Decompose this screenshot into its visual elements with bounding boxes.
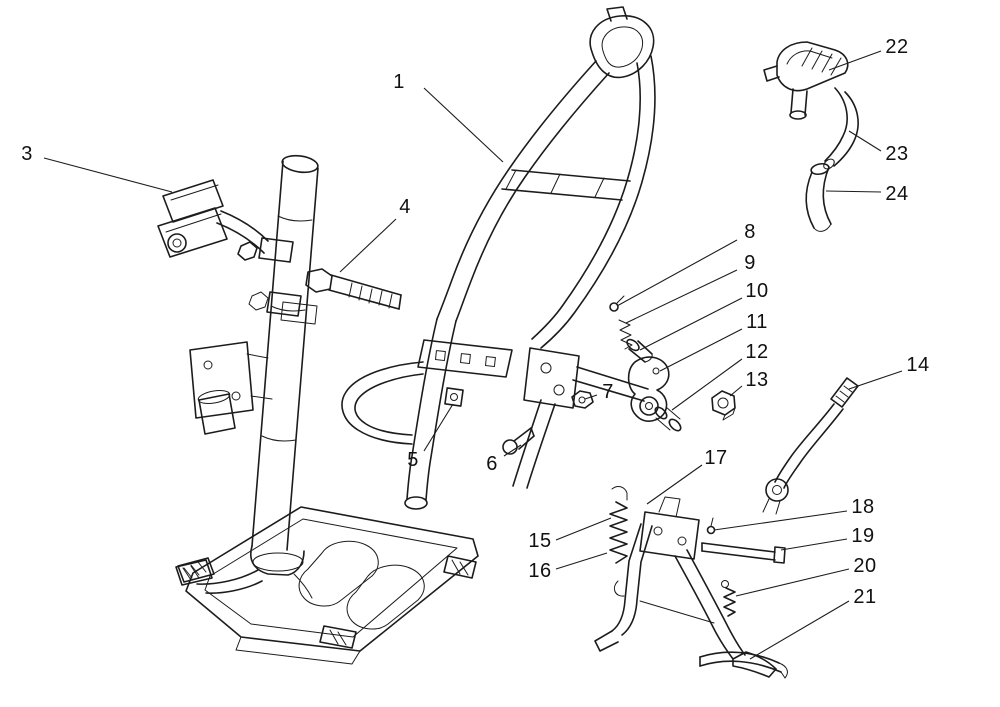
callout-label-6: 6 <box>486 453 498 475</box>
callout-leader-10 <box>639 297 743 351</box>
callout-label-14: 14 <box>906 354 930 376</box>
callout-leader-13 <box>729 385 743 397</box>
callout-leader-21 <box>749 600 850 660</box>
callout-label-11: 11 <box>746 311 768 333</box>
callout-leader-23 <box>848 130 882 152</box>
callout-label-12: 12 <box>745 341 769 363</box>
center-stand-art <box>594 496 788 679</box>
callout-label-9: 9 <box>744 252 756 274</box>
callout-label-24: 24 <box>885 183 909 205</box>
callout-leader-16 <box>555 552 608 570</box>
callout-leader-22 <box>828 50 882 71</box>
ignition-lock-art <box>157 179 318 325</box>
small-fasteners-art <box>444 387 594 455</box>
callout-label-4: 4 <box>399 196 411 218</box>
callout-label-8: 8 <box>744 221 756 243</box>
callout-leader-8 <box>616 239 738 307</box>
callout-leader-lines <box>43 50 903 660</box>
callout-leader-5 <box>423 403 454 452</box>
callout-label-18: 18 <box>851 496 875 518</box>
callout-label-13: 13 <box>745 369 769 391</box>
callout-leader-1 <box>423 87 504 163</box>
floor-platform-art <box>177 506 479 665</box>
callout-leader-6 <box>503 444 522 457</box>
callout-leader-20 <box>735 568 850 597</box>
callout-label-23: 23 <box>885 143 909 165</box>
callout-leader-24 <box>825 190 882 193</box>
callout-leader-4 <box>339 218 397 273</box>
callout-label-5: 5 <box>407 449 419 471</box>
callout-label-10: 10 <box>745 280 769 302</box>
callout-label-19: 19 <box>851 525 875 547</box>
callout-leader-15 <box>555 517 612 541</box>
stand-spring-art <box>609 485 628 597</box>
callout-label-3: 3 <box>21 143 33 165</box>
callout-label-17: 17 <box>704 447 728 469</box>
main-frame-art <box>341 6 656 510</box>
steering-column-art <box>175 154 319 599</box>
linkage-parts-art <box>609 295 736 432</box>
callout-leader-19 <box>780 538 848 551</box>
callout-label-20: 20 <box>853 555 877 577</box>
callout-label-1: 1 <box>393 71 405 93</box>
callout-leader-17 <box>646 464 703 505</box>
callout-leader-11 <box>659 328 743 372</box>
callout-leader-9 <box>625 269 738 324</box>
pivot-bolt-art <box>305 268 402 310</box>
callout-label-7: 7 <box>602 381 614 403</box>
callout-leader-12 <box>671 358 743 411</box>
callout-label-22: 22 <box>885 36 909 58</box>
callout-leader-7 <box>584 394 598 400</box>
callout-leader-3 <box>43 157 173 193</box>
callout-leader-18 <box>713 510 848 531</box>
callout-label-16: 16 <box>528 560 552 582</box>
callout-leader-14 <box>848 370 903 390</box>
fuel-hose-assembly-art <box>763 41 859 232</box>
callout-label-15: 15 <box>528 530 552 552</box>
callout-label-21: 21 <box>853 586 877 608</box>
kickstart-lever-art <box>762 377 859 515</box>
